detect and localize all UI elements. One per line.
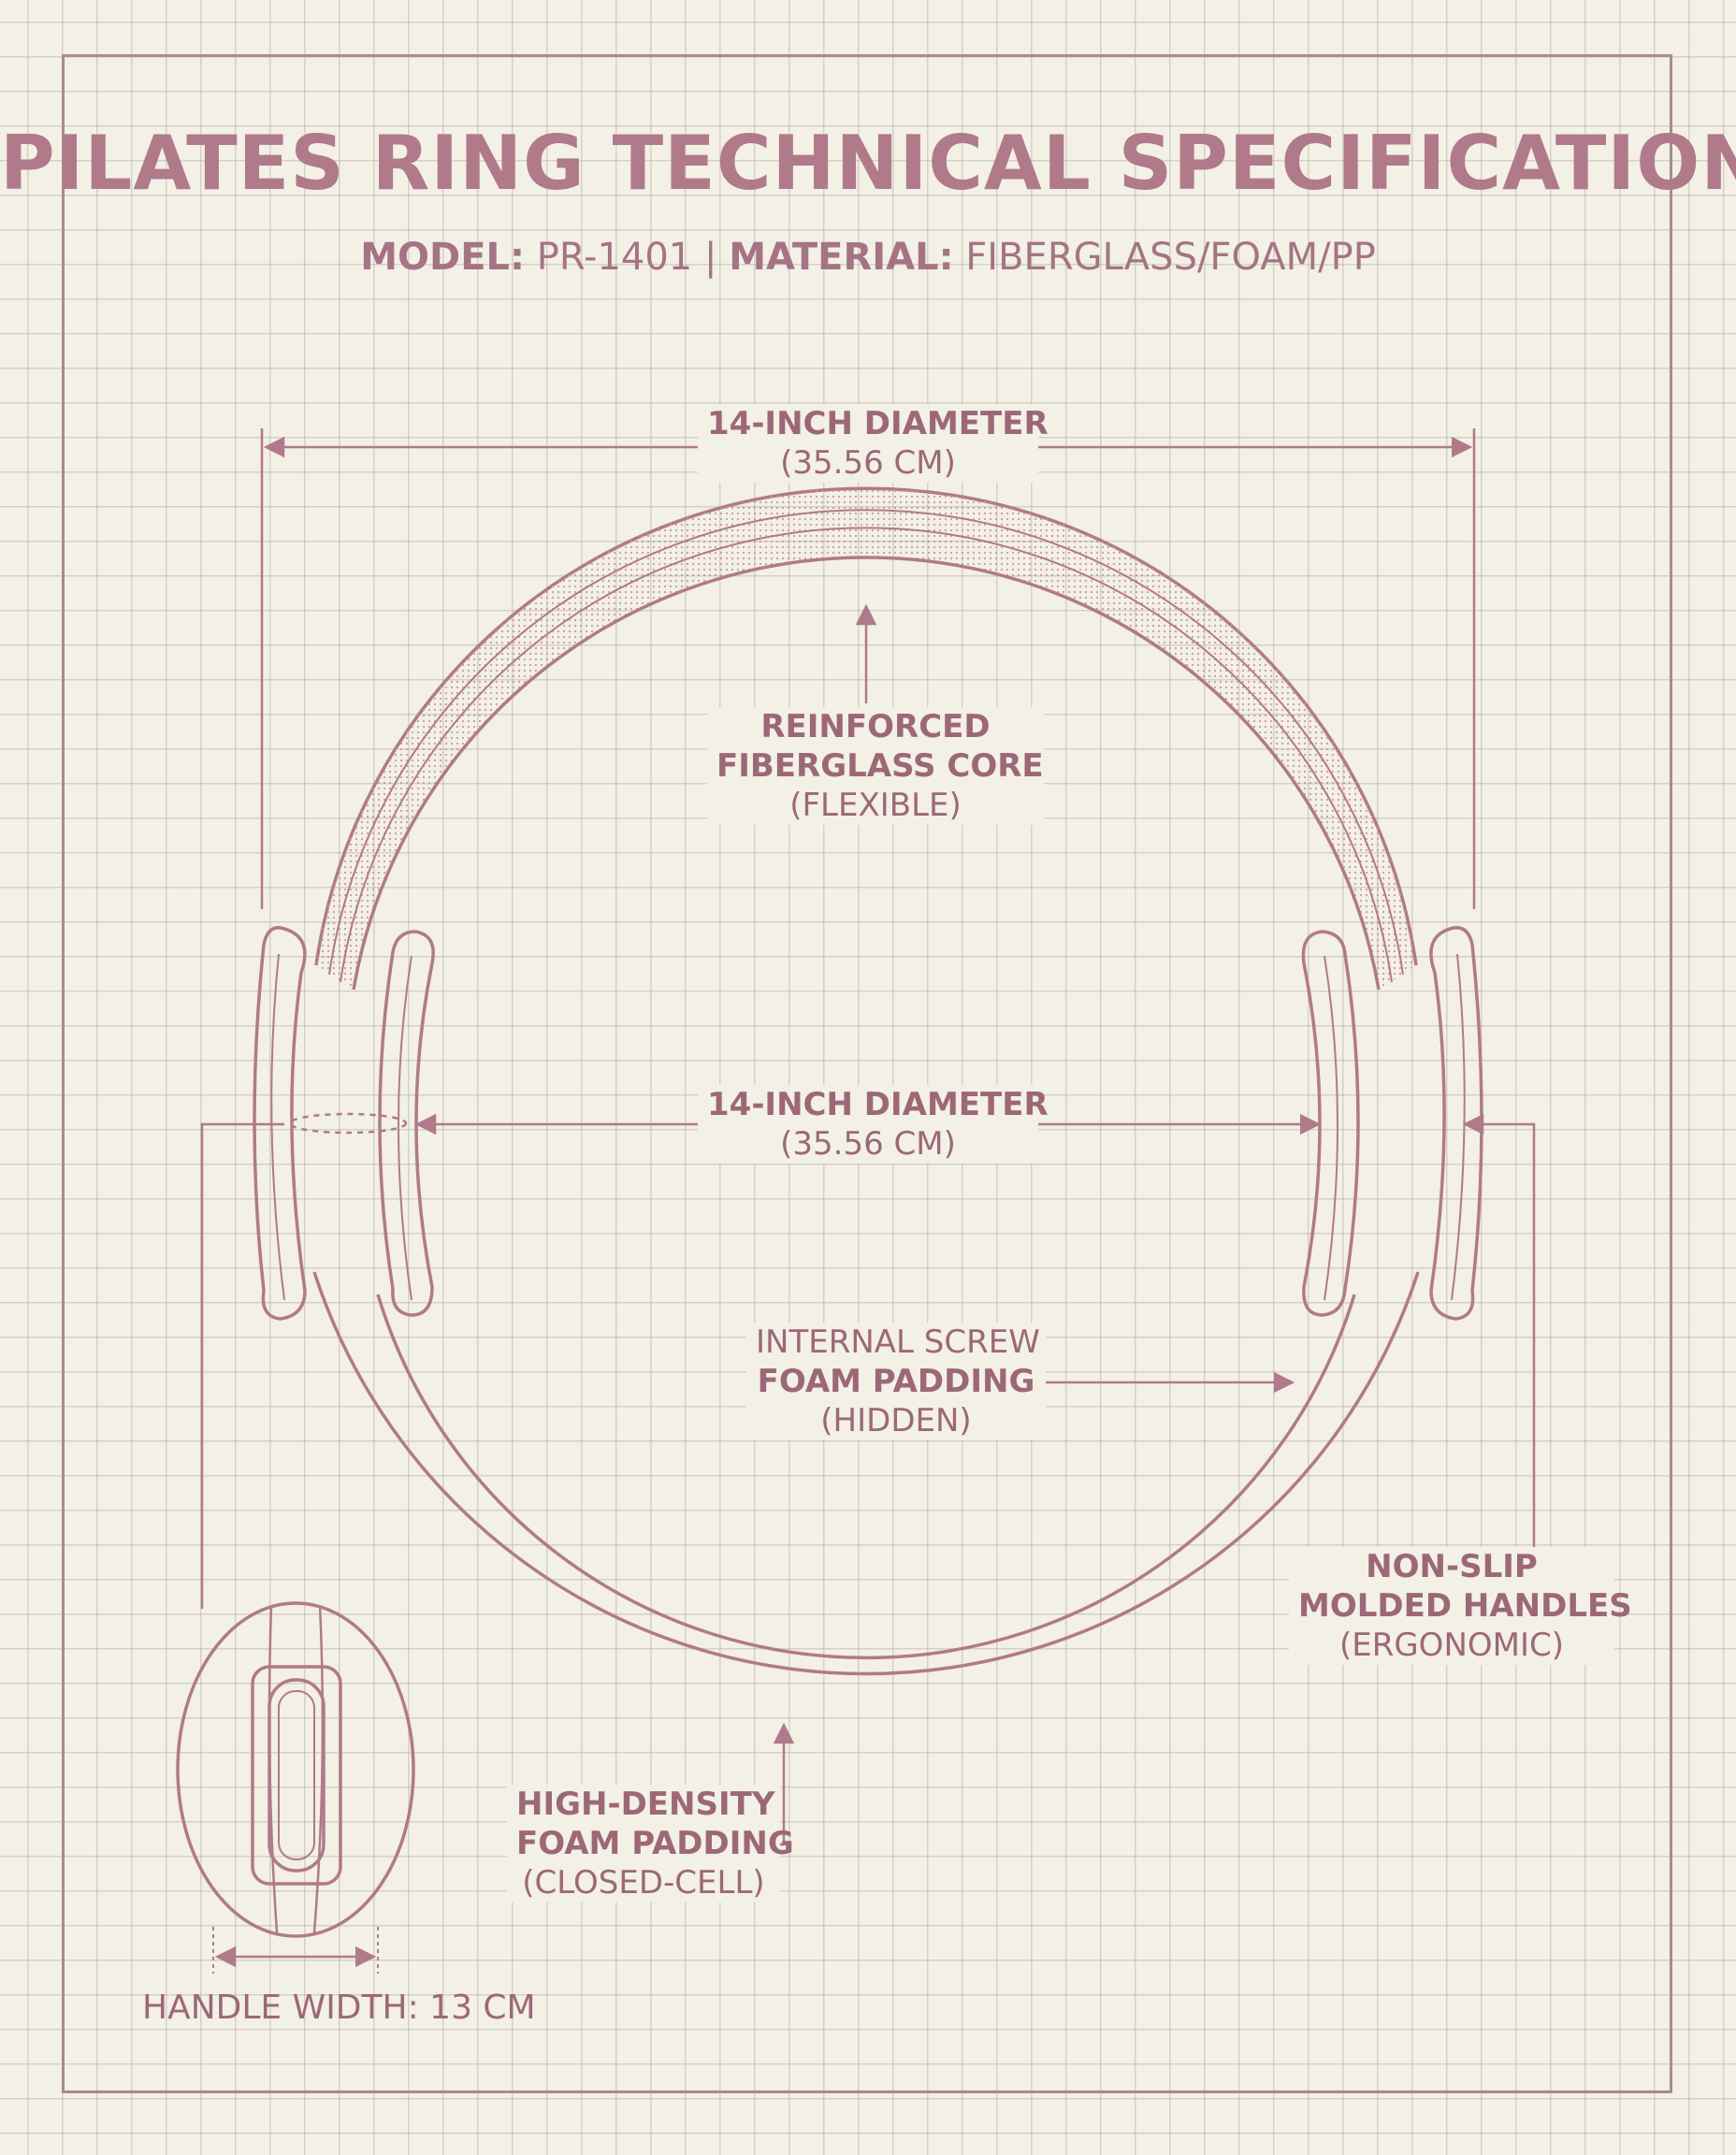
screw-hidden-outline bbox=[288, 1112, 408, 1135]
subtitle: MODEL: PR-1401 | MATERIAL: FIBERGLASS/FO… bbox=[0, 236, 1736, 279]
handle-detail-grip-outer bbox=[251, 1665, 342, 1886]
left-handle-inner bbox=[378, 930, 435, 1317]
material-key: MATERIAL: bbox=[729, 236, 954, 279]
handle-detail-ellipse bbox=[176, 1601, 415, 1938]
top-dimension-line2: (35.56 CM) bbox=[780, 444, 956, 482]
handles-line1: NON-SLIP bbox=[1366, 1548, 1538, 1585]
foam-line1: HIGH-DENSITY bbox=[516, 1786, 775, 1823]
model-key: MODEL: bbox=[360, 236, 526, 279]
inner-dimension-line2: (35.56 CM) bbox=[780, 1125, 956, 1163]
upper-arc-inner bbox=[352, 556, 1381, 991]
upper-arc-core-1 bbox=[328, 509, 1404, 976]
handle-detail-grip-core bbox=[278, 1690, 315, 1860]
detail-leader bbox=[200, 1122, 284, 1609]
foam-line2: FOAM PADDING bbox=[516, 1825, 794, 1862]
upper-arc-dotted-band bbox=[316, 488, 1416, 990]
right-handle-groove-a bbox=[1324, 955, 1338, 1301]
material-value: FIBERGLASS/FOAM/PP bbox=[965, 236, 1376, 279]
screw-label: INTERNAL SCREW FOAM PADDING (HIDDEN) bbox=[746, 1323, 1046, 1440]
screw-line2: FOAM PADDING bbox=[757, 1363, 1035, 1400]
inner-dimension-label: 14-INCH DIAMETER (35.56 CM) bbox=[698, 1085, 1049, 1164]
handles-leader bbox=[1462, 1113, 1536, 1566]
left-handle-outer bbox=[253, 926, 307, 1321]
handles-line3: (ERGONOMIC) bbox=[1338, 1627, 1565, 1664]
top-dimension-line1: 14-INCH DIAMETER bbox=[707, 405, 1049, 442]
right-handle-inner bbox=[1301, 930, 1360, 1317]
top-dimension-label: 14-INCH DIAMETER (35.56 CM) bbox=[698, 404, 1049, 483]
core-line1: REINFORCED bbox=[760, 708, 991, 745]
model-value: PR-1401 bbox=[536, 236, 693, 279]
inner-dimension-line1: 14-INCH DIAMETER bbox=[707, 1086, 1049, 1123]
subtitle-separator: | bbox=[703, 236, 717, 279]
upper-arc-core-2 bbox=[340, 527, 1393, 983]
sheet-border bbox=[62, 54, 1672, 2093]
lower-arc-outer bbox=[312, 1271, 1420, 1676]
screw-line1: INTERNAL SCREW bbox=[756, 1323, 1040, 1361]
core-label: REINFORCED FIBERGLASS CORE (FLEXIBLE) bbox=[707, 707, 1044, 825]
lower-arc-inner bbox=[376, 1294, 1356, 1660]
page-title: PILATES RING TECHNICAL SPECIFICATION bbox=[0, 120, 1736, 207]
handle-detail-grip-inner bbox=[268, 1678, 326, 1873]
core-line3: (FLEXIBLE) bbox=[789, 787, 962, 824]
screw-line3: (HIDDEN) bbox=[820, 1402, 972, 1439]
handles-line2: MOLDED HANDLES bbox=[1298, 1587, 1632, 1625]
core-line2: FIBERGLASS CORE bbox=[716, 747, 1044, 785]
left-handle-groove-a bbox=[270, 953, 285, 1301]
handle-width-label: HANDLE WIDTH: 13 CM bbox=[142, 1989, 536, 2027]
handles-label: NON-SLIP MOLDED HANDLES (ERGONOMIC) bbox=[1289, 1547, 1632, 1665]
foam-label: HIGH-DENSITY FOAM PADDING (CLOSED-CELL) bbox=[507, 1785, 794, 1902]
foam-line3: (CLOSED-CELL) bbox=[522, 1864, 765, 1902]
left-handle-groove-b bbox=[398, 955, 412, 1301]
right-handle-groove-b bbox=[1451, 953, 1466, 1301]
right-handle-outer bbox=[1429, 926, 1483, 1321]
